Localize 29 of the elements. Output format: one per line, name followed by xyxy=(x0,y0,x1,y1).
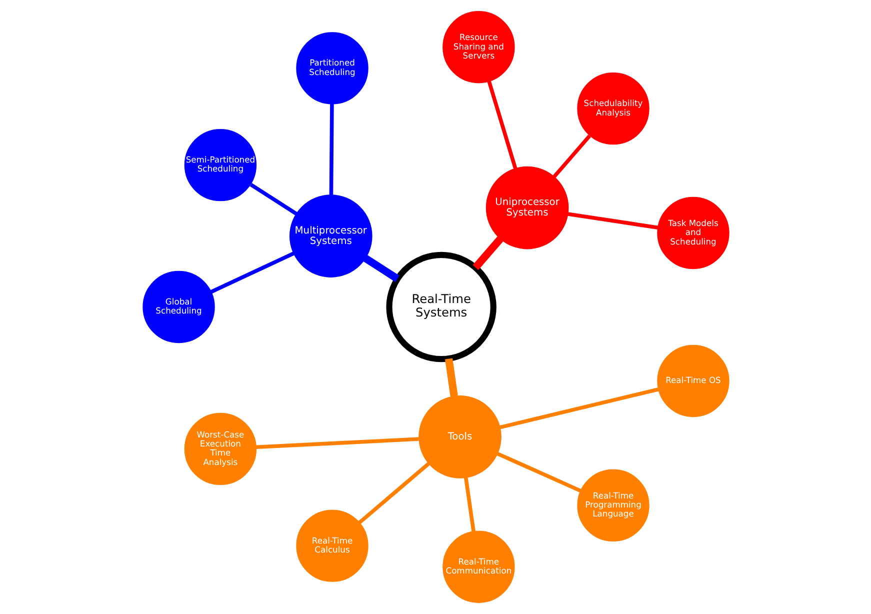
connector xyxy=(362,255,399,282)
connector xyxy=(256,437,418,450)
node-circle: Real-Time Calculus xyxy=(296,510,368,582)
connector xyxy=(444,358,458,397)
node-circle: Uniprocessor Systems xyxy=(485,166,568,250)
connector xyxy=(496,452,581,493)
connector xyxy=(463,477,475,532)
node-circle: Global Scheduling xyxy=(142,270,214,344)
node-circle: Semi-Partitioned Scheduling xyxy=(184,128,256,202)
node-circle: Tools xyxy=(418,396,501,478)
node-circle: Schedulability Analysis xyxy=(576,72,649,145)
node-circle: Partitioned Scheduling xyxy=(296,32,368,104)
node-circle: Worst-Case Execution Time Analysis xyxy=(184,412,256,486)
node-circle: Multiprocessor Systems xyxy=(288,194,372,278)
connector xyxy=(499,388,658,430)
node-circle: Real-Time Systems xyxy=(386,252,496,362)
connector xyxy=(486,80,517,170)
connector xyxy=(552,134,591,178)
connector xyxy=(249,183,297,216)
node-circle: Resource Sharing and Servers xyxy=(442,11,514,84)
node-circle: Real-Time Programming Language xyxy=(576,469,649,542)
node-circle: Task Models and Scheduling xyxy=(656,196,729,270)
connector xyxy=(472,236,503,270)
connector xyxy=(210,252,294,294)
connector xyxy=(358,462,430,524)
node-circle: Real-Time Communication xyxy=(442,530,514,603)
connector xyxy=(567,212,658,230)
node-circle: Real-Time OS xyxy=(656,344,729,418)
connector xyxy=(328,104,334,195)
